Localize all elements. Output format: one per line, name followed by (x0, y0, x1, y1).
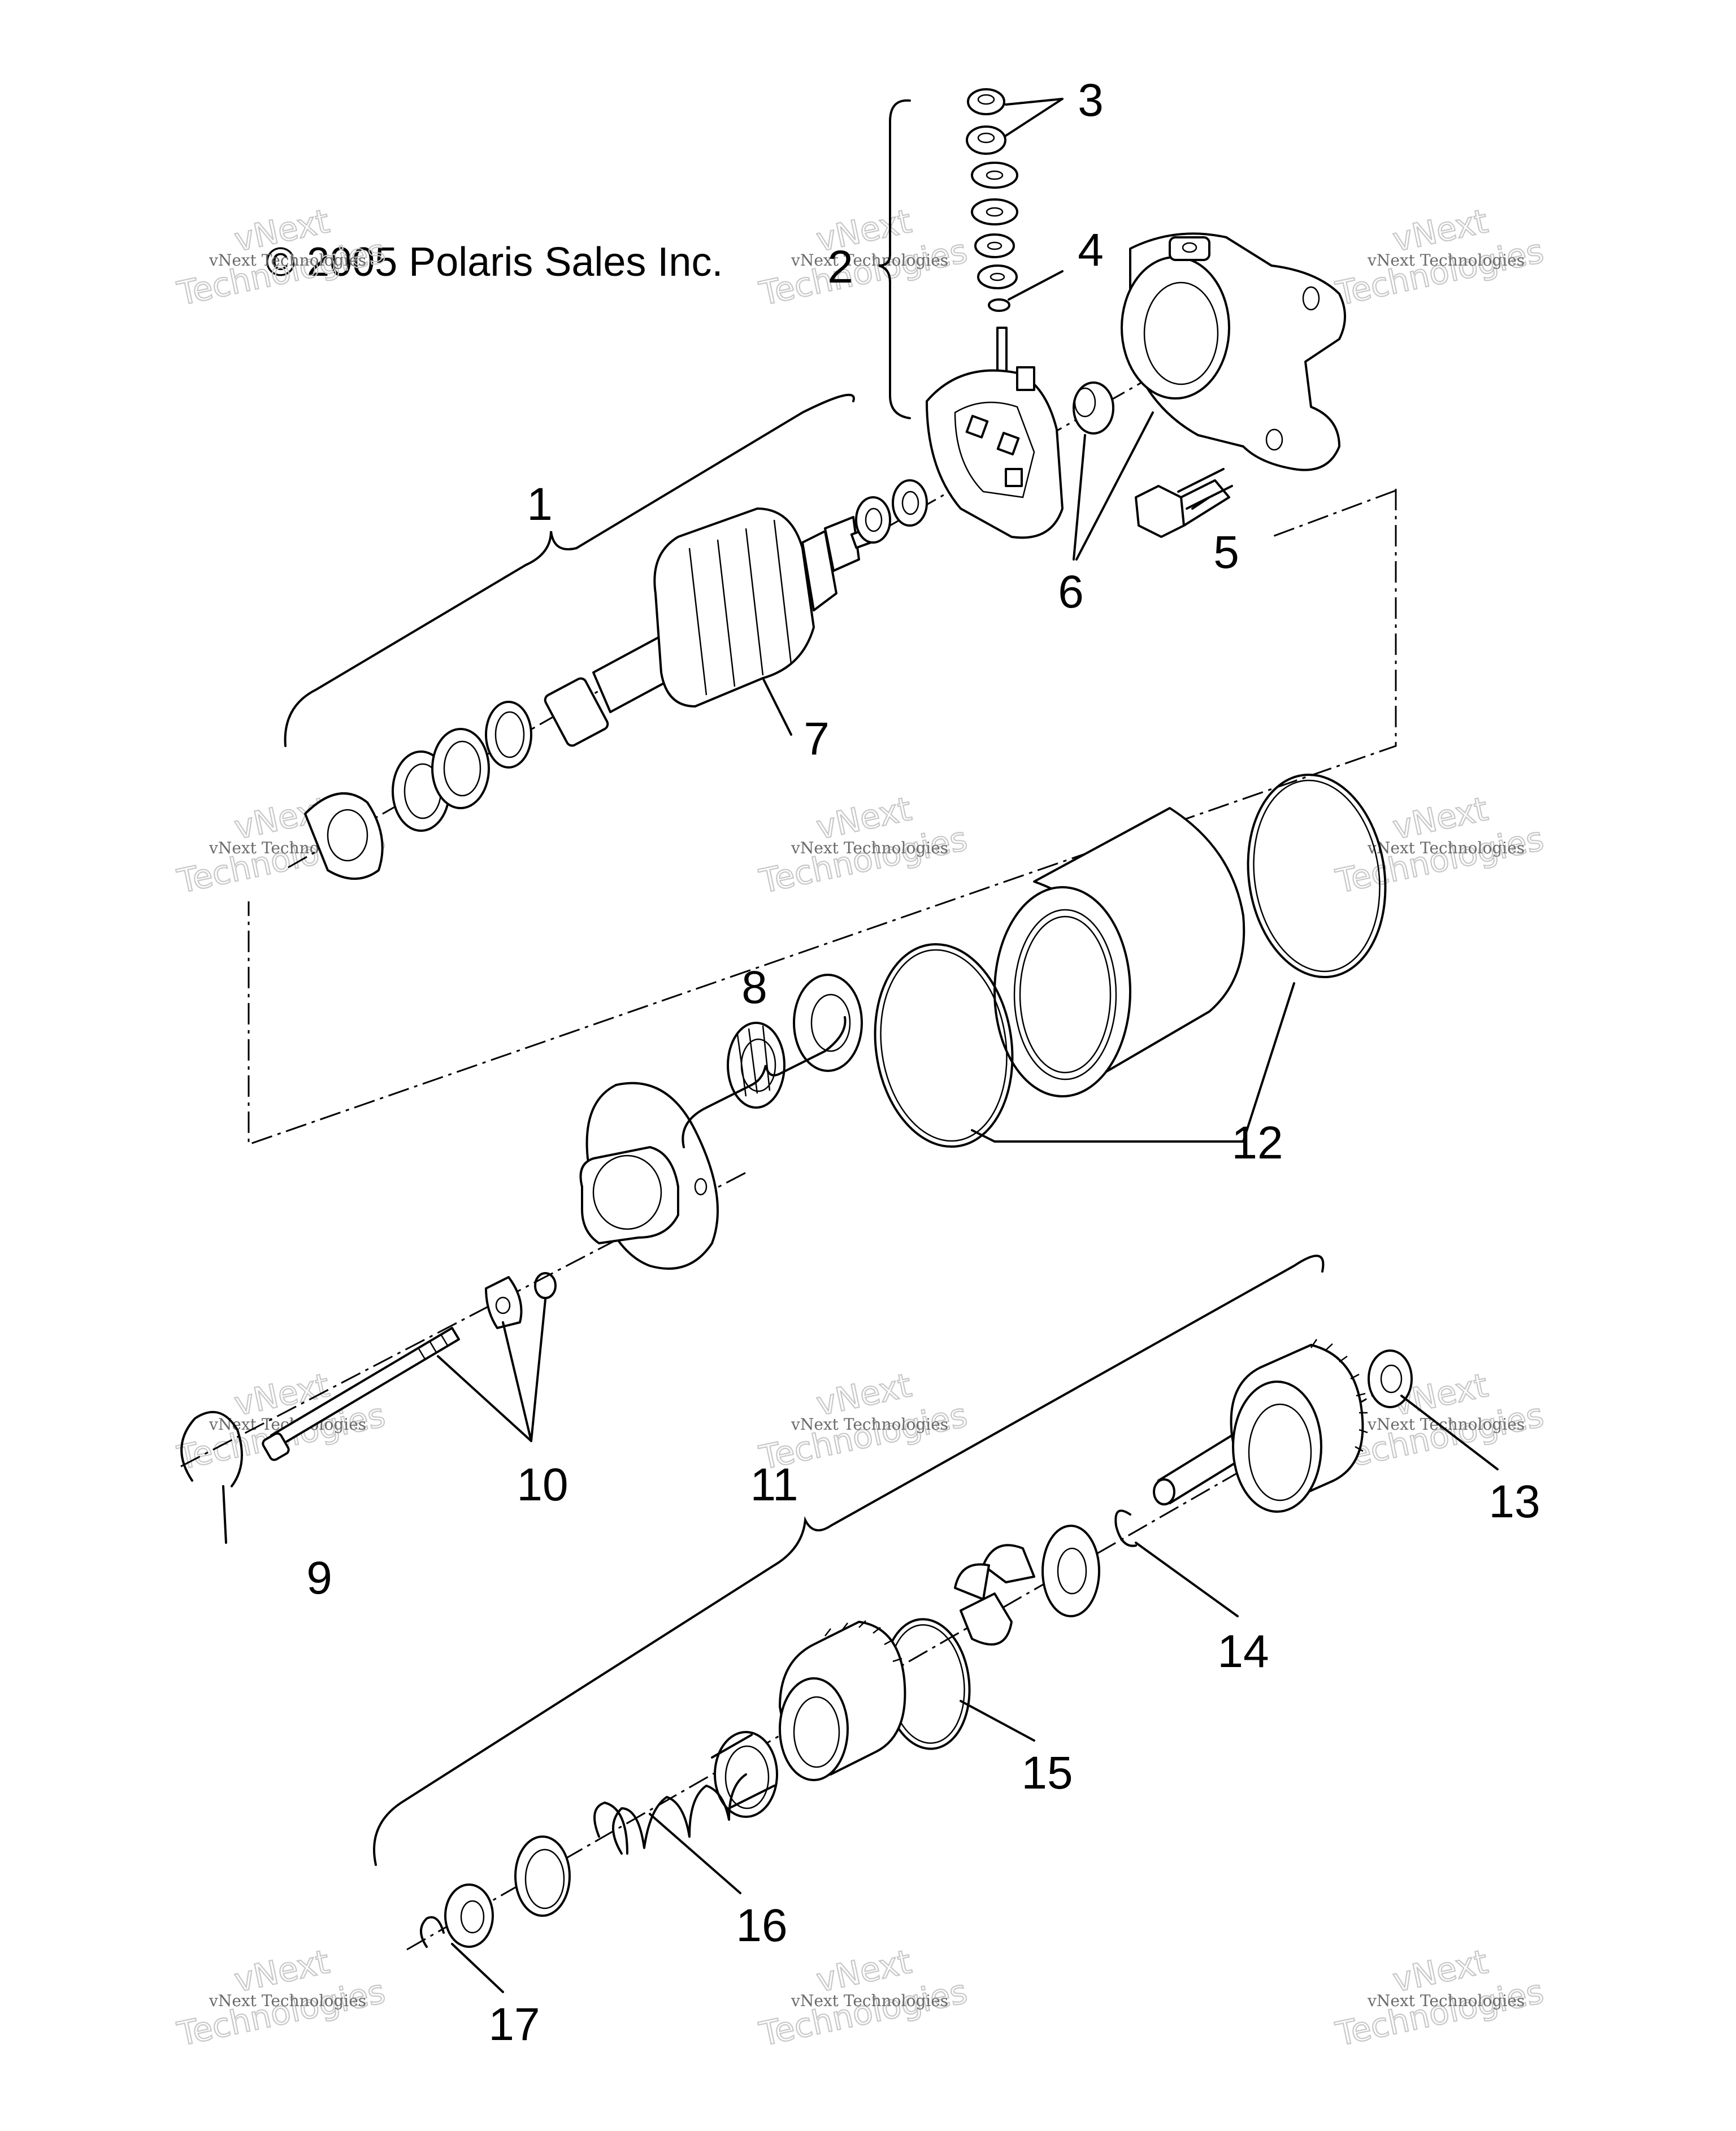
o-ring (988, 298, 1010, 312)
yoke-and-o-rings (874, 773, 1387, 1148)
front-housing (579, 1082, 719, 1270)
watermark-top-left: vNext Technologies vNext Technologies (173, 201, 389, 314)
callout-17: 17 (488, 1999, 540, 2050)
watermark-group: vNext Technologies vNext Technologies vN… (173, 201, 1548, 2054)
bracket-8 (682, 1016, 847, 1148)
callout-13: 13 (1488, 1476, 1540, 1527)
callout-12: 12 (1231, 1117, 1283, 1169)
bearing-set (727, 974, 863, 1109)
leader-12 (971, 982, 1295, 1143)
callout-7: 7 (804, 713, 830, 765)
snap-ring (180, 1410, 243, 1487)
o-ring-left (874, 943, 1014, 1148)
bracket-2 (878, 99, 911, 419)
brush-plate (926, 327, 1064, 539)
watermark-label: vNext Technologies (1367, 839, 1525, 857)
watermark-bottom-center: vNext Technologies vNext Technologies (756, 1942, 971, 2054)
watermark-label: vNext Technologies (1367, 1991, 1525, 2010)
leader-6 (1073, 411, 1154, 561)
group-brackets (284, 99, 1325, 1866)
watermark-lower-left: vNext Technologies vNext Technologies (173, 1365, 389, 1478)
callout-15: 15 (1021, 1747, 1073, 1799)
leader-lines (222, 98, 1499, 1993)
brush-plate-washers (855, 479, 928, 544)
leader-16 (649, 1813, 741, 1894)
drive-assembly (420, 1339, 1413, 1948)
callout-2: 2 (827, 241, 853, 293)
leader-5 (1191, 496, 1210, 510)
watermark-bottom-left: vNext Technologies vNext Technologies (173, 1942, 389, 2054)
bracket-1 (284, 393, 855, 747)
leader-10 (437, 1299, 546, 1442)
leader-13 (1400, 1395, 1499, 1470)
callout-8: 8 (741, 962, 767, 1013)
watermark-label: vNext Technologies (791, 839, 948, 857)
drive-shaft-axis (406, 1378, 1402, 1951)
callout-labels: 1 2 3 4 5 6 7 8 9 10 11 12 13 14 15 16 1… (306, 75, 1540, 2050)
leader-17 (451, 1943, 504, 1993)
leader-15 (960, 1700, 1035, 1742)
callout-16: 16 (736, 1900, 787, 1951)
copyright-text: © 2005 Polaris Sales Inc. (266, 240, 723, 285)
callout-5: 5 (1213, 527, 1239, 578)
watermark-label: vNext Technologies (791, 251, 948, 270)
callout-10: 10 (517, 1459, 568, 1511)
armature (544, 507, 874, 747)
callout-1: 1 (527, 479, 553, 530)
leader-9 (222, 1485, 227, 1544)
armature-washers (304, 701, 532, 880)
watermark-label: vNext Technologies (209, 251, 366, 270)
watermark-top-center: vNext Technologies vNext Technologies (756, 201, 971, 314)
watermark-bottom-right: vNext Technologies vNext Technologies (1332, 1942, 1548, 2054)
leader-3 (1005, 98, 1064, 137)
watermark-mid-center: vNext Technologies vNext Technologies (756, 789, 971, 901)
callout-4: 4 (1078, 224, 1104, 276)
terminal-nuts-washers (966, 88, 1018, 312)
leader-7 (762, 677, 792, 736)
through-bolt-o-ring (534, 1272, 557, 1299)
end-housing (1073, 232, 1346, 471)
through-bolt-set (262, 1272, 557, 1461)
callout-6: 6 (1058, 566, 1084, 618)
watermark-label: vNext Technologies (791, 1415, 948, 1434)
watermark-top-right: vNext Technologies vNext Technologies (1332, 201, 1548, 314)
bolt-axis (1271, 489, 1396, 538)
callout-11: 11 (750, 1459, 798, 1511)
watermark-label: vNext Technologies (1367, 251, 1525, 270)
bracket-11 (373, 1255, 1325, 1866)
watermark-label: vNext Technologies (209, 1991, 366, 2010)
housing-phantom-outline (248, 489, 1397, 1146)
watermark-lower-right: vNext Technologies vNext Technologies (1332, 1365, 1548, 1478)
callout-3: 3 (1078, 75, 1104, 126)
callout-9: 9 (306, 1552, 332, 1604)
watermark-label: vNext Technologies (791, 1991, 948, 2010)
leader-4 (1008, 270, 1064, 301)
callout-14: 14 (1217, 1626, 1269, 1677)
through-bolt-axis (180, 1171, 747, 1468)
o-ring-right (1247, 773, 1387, 979)
leader-14 (1135, 1542, 1239, 1617)
watermark-mid-right: vNext Technologies vNext Technologies (1332, 789, 1548, 901)
